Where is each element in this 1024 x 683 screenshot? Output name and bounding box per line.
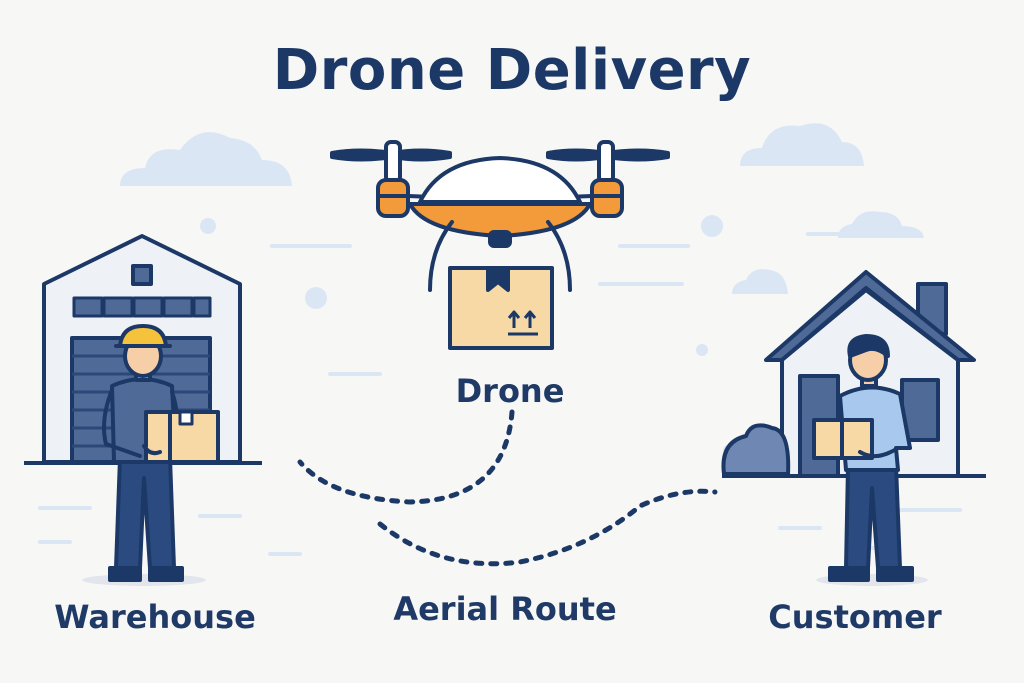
decor-dashes: [38, 232, 962, 556]
dashed-route-icon: [377, 488, 718, 567]
cloud-icon: [838, 211, 924, 238]
customer-icon: [812, 334, 928, 586]
worker-icon: [82, 324, 220, 586]
package-icon: [448, 266, 554, 350]
drone-icon: [330, 140, 670, 292]
dashed-route-icon: [297, 409, 515, 505]
cloud-icon: [732, 269, 788, 294]
cloud-icon: [120, 132, 292, 186]
warehouse-label: Warehouse: [54, 598, 256, 636]
cloud-icon: [740, 123, 864, 166]
aerial-route-label: Aerial Route: [393, 590, 617, 628]
customer-label: Customer: [768, 598, 942, 636]
drone-label: Drone: [455, 372, 565, 410]
page-title: Drone Delivery: [272, 38, 752, 103]
